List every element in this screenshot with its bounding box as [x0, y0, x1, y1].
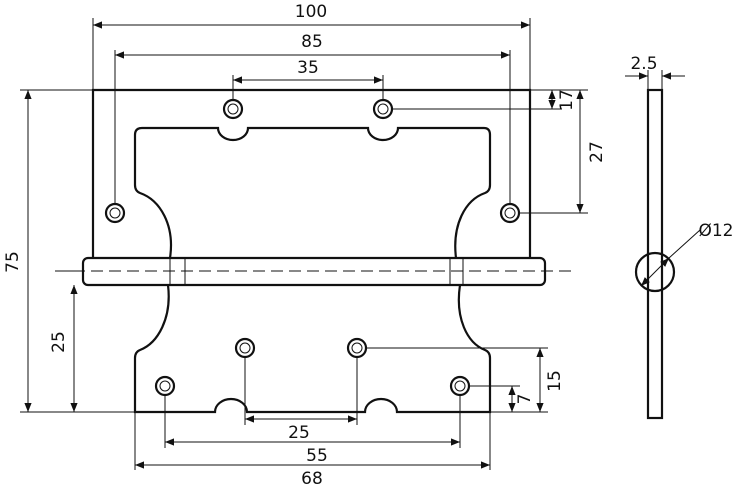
top-leaf-outline — [91, 88, 532, 258]
svg-text:25: 25 — [288, 423, 310, 443]
dim-outer-hole-spacing: 85 — [114, 32, 511, 204]
screw-hole — [154, 375, 176, 397]
svg-text:100: 100 — [295, 2, 327, 22]
svg-text:17: 17 — [557, 89, 577, 111]
dim-overall-height: 75 — [3, 89, 135, 413]
dim-top-hole-spacing: 35 — [232, 58, 384, 100]
svg-text:75: 75 — [3, 251, 23, 273]
svg-text:27: 27 — [587, 141, 607, 163]
screw-hole — [234, 337, 256, 359]
dim-bottom-inner-hole-height: 15 — [366, 347, 565, 413]
svg-text:7: 7 — [515, 394, 535, 405]
svg-text:55: 55 — [306, 446, 328, 466]
svg-text:68: 68 — [301, 469, 323, 488]
dim-bottom-outer-hole-spacing: 55 — [164, 395, 461, 466]
dim-overall-width: 100 — [92, 2, 531, 90]
svg-text:2.5: 2.5 — [630, 54, 657, 74]
side-view — [634, 88, 676, 420]
dim-bottom-leaf-width: 68 — [134, 412, 491, 488]
screw-holes — [104, 98, 521, 397]
bottom-leaf-outline — [133, 284, 492, 414]
dim-thickness: 2.5 — [625, 54, 685, 90]
screw-hole — [372, 98, 394, 120]
svg-text:85: 85 — [301, 32, 323, 52]
svg-text:35: 35 — [297, 58, 319, 78]
screw-hole — [346, 337, 368, 359]
dim-side-hole-offset: 27 — [519, 89, 607, 214]
dim-top-hole-offset: 17 — [392, 89, 577, 111]
screw-hole — [222, 98, 244, 120]
screw-hole — [449, 375, 471, 397]
svg-text:Ø12: Ø12 — [698, 221, 733, 241]
svg-text:15: 15 — [545, 370, 565, 392]
dim-knuckle-diameter: Ø12 — [640, 221, 734, 287]
dim-bottom-outer-hole-height: 7 — [469, 385, 535, 412]
screw-hole — [104, 202, 126, 224]
top-leaf-cutout — [133, 126, 492, 259]
dim-bottom-inner-hole-spacing: 25 — [244, 357, 358, 443]
screw-hole — [499, 202, 521, 224]
svg-text:25: 25 — [49, 331, 69, 353]
dim-bottom-leaf-height: 25 — [49, 270, 83, 412]
